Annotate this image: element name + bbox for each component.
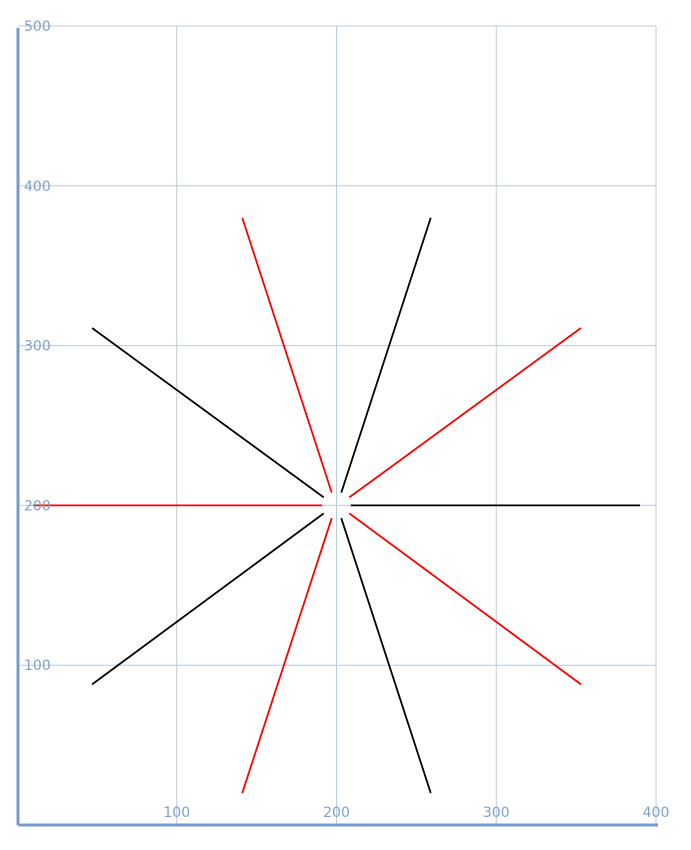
x-tick-label: 100	[163, 805, 190, 821]
tick-label-layer: 100 200 300 400 100 200 300 400 500	[24, 19, 669, 821]
black-segment	[340, 217, 432, 493]
y-tick-label: 100	[24, 658, 51, 674]
y-tick-label: 200	[24, 498, 51, 514]
black-segment	[340, 517, 432, 794]
grid-layer	[18, 25, 657, 825]
red-segment	[241, 217, 333, 493]
red-segment	[348, 512, 582, 686]
x-tick-label: 200	[323, 805, 350, 821]
red-segment	[348, 327, 582, 499]
axis-layer	[16, 28, 658, 827]
x-tick-label: 300	[483, 805, 510, 821]
y-tick-label: 400	[24, 179, 51, 195]
y-tick-label: 500	[24, 19, 51, 35]
segment-layer	[32, 217, 641, 794]
black-segment	[91, 512, 325, 686]
y-tick-label: 300	[24, 339, 51, 355]
red-segment	[241, 517, 333, 794]
black-segment	[91, 327, 325, 499]
x-tick-label: 400	[643, 805, 670, 821]
